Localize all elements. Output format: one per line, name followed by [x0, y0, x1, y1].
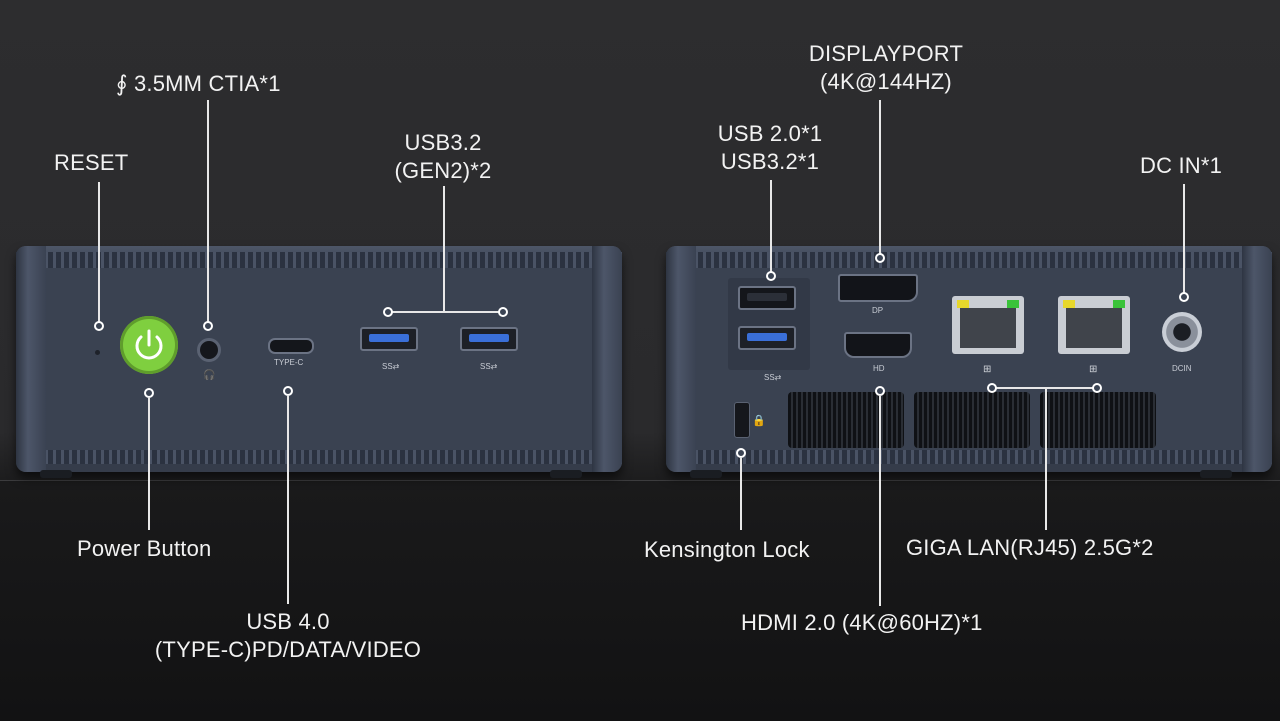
power-button-label: Power Button [77, 536, 212, 561]
usb-a-port-1[interactable] [360, 327, 418, 351]
hdmi-port[interactable] [844, 332, 912, 358]
audio-jack-label: ∮ 3.5MM CTIA*1 [116, 71, 281, 96]
usb32-callout-dot-2 [498, 307, 508, 317]
power-callout-line [148, 398, 150, 530]
hdmi-callout-line [879, 396, 881, 606]
network-icon: ⊞ [1089, 364, 1098, 375]
ss-mark-1: SS⇄ [382, 362, 400, 371]
dcin-mark: DCIN [1172, 364, 1192, 373]
hdmi-label: HDMI 2.0 (4K@60HZ)*1 [741, 610, 983, 635]
left-endcap [666, 246, 696, 472]
usb4-label: USB 4.0 (TYPE-C)PD/DATA/VIDEO [128, 608, 448, 664]
usb32-callout-bar [388, 311, 503, 313]
floor-surface [0, 480, 1280, 721]
rear-usb-callout-dot [766, 271, 776, 281]
rear-usb-label: USB 2.0*1 USB3.2*1 [700, 120, 840, 176]
displayport-label: DISPLAYPORT (4K@144HZ) [786, 40, 986, 96]
usb32-label: USB3.2 (GEN2)*2 [378, 129, 508, 185]
usb2-port[interactable] [738, 286, 796, 310]
dcin-label: DC IN*1 [1140, 153, 1223, 178]
dp-callout-dot [875, 253, 885, 263]
rear-usb-callout-line [770, 180, 772, 276]
kensington-callout-line [740, 458, 742, 530]
rear-vent-3 [1040, 392, 1156, 448]
lan-callout-dot-2 [1092, 383, 1102, 393]
reset-callout-dot [94, 321, 104, 331]
hd-mark: HD [873, 364, 885, 373]
reset-callout-line [98, 182, 100, 322]
lan-callout-line [1045, 388, 1047, 530]
bottom-vent-band [16, 446, 622, 464]
lock-icon: 🔒 [752, 415, 766, 427]
rear-usb3-port[interactable] [738, 326, 796, 350]
kensington-label: Kensington Lock [644, 537, 810, 562]
top-vent-band [16, 252, 622, 270]
top-vent-band [666, 252, 1272, 270]
audio-callout-line [207, 100, 209, 322]
displayport-label-line1: DISPLAYPORT [808, 41, 964, 66]
right-endcap [592, 246, 622, 472]
network-icon: ⊞ [983, 364, 992, 375]
reset-pinhole[interactable] [95, 350, 100, 355]
left-endcap [16, 246, 46, 472]
audio-jack[interactable] [197, 338, 221, 362]
usb4-label-line2: (TYPE-C)PD/DATA/VIDEO [154, 637, 422, 662]
rear-vent-1 [788, 392, 904, 448]
displayport-port[interactable] [838, 274, 918, 302]
hdmi-callout-dot [875, 386, 885, 396]
dc-in-port[interactable] [1162, 312, 1202, 352]
rubber-foot [1200, 470, 1232, 478]
lan-port-1[interactable] [952, 296, 1024, 354]
power-button[interactable] [120, 316, 178, 374]
power-icon [135, 329, 163, 360]
rear-usb-label-line2: USB3.2*1 [720, 149, 820, 174]
usb32-callout-dot-1 [383, 307, 393, 317]
power-callout-dot [144, 388, 154, 398]
lan-callout-dot-1 [987, 383, 997, 393]
lan-port-2[interactable] [1058, 296, 1130, 354]
rubber-foot [690, 470, 722, 478]
usb32-label-line1: USB3.2 [404, 130, 482, 155]
kensington-callout-dot [736, 448, 746, 458]
rear-panel-device: SS⇄ DP HD ⊞ ⊞ DCIN 🔒 [666, 246, 1272, 478]
front-panel-device: 🎧 TYPE-C SS⇄ SS⇄ [16, 246, 622, 478]
rear-usb-label-line1: USB 2.0*1 [717, 121, 823, 146]
lan-callout-bar [992, 387, 1096, 389]
usb-a-port-2[interactable] [460, 327, 518, 351]
dcin-callout-line [1183, 184, 1185, 294]
headphone-icon: 🎧 [203, 370, 216, 381]
ss-mark-3: SS⇄ [764, 373, 782, 382]
usb-c-port[interactable] [268, 338, 314, 354]
displayport-label-line2: (4K@144HZ) [820, 69, 952, 94]
usb32-callout-line [443, 186, 445, 312]
reset-label: RESET [54, 150, 129, 175]
bottom-vent-band [666, 446, 1272, 464]
typec-mark: TYPE-C [274, 358, 304, 367]
usb32-label-line2: (GEN2)*2 [394, 158, 492, 183]
rubber-foot [40, 470, 72, 478]
ss-mark-2: SS⇄ [480, 362, 498, 371]
usb4-label-line1: USB 4.0 [246, 609, 330, 634]
kensington-slot[interactable] [734, 402, 750, 438]
rubber-foot [550, 470, 582, 478]
dp-mark: DP [872, 306, 884, 315]
usb4-callout-line [287, 396, 289, 604]
dcin-callout-dot [1179, 292, 1189, 302]
audio-callout-dot [203, 321, 213, 331]
rear-vent-2 [914, 392, 1030, 448]
lan-label: GIGA LAN(RJ45) 2.5G*2 [906, 535, 1154, 560]
right-endcap [1242, 246, 1272, 472]
usb4-callout-dot [283, 386, 293, 396]
dp-callout-line [879, 100, 881, 256]
